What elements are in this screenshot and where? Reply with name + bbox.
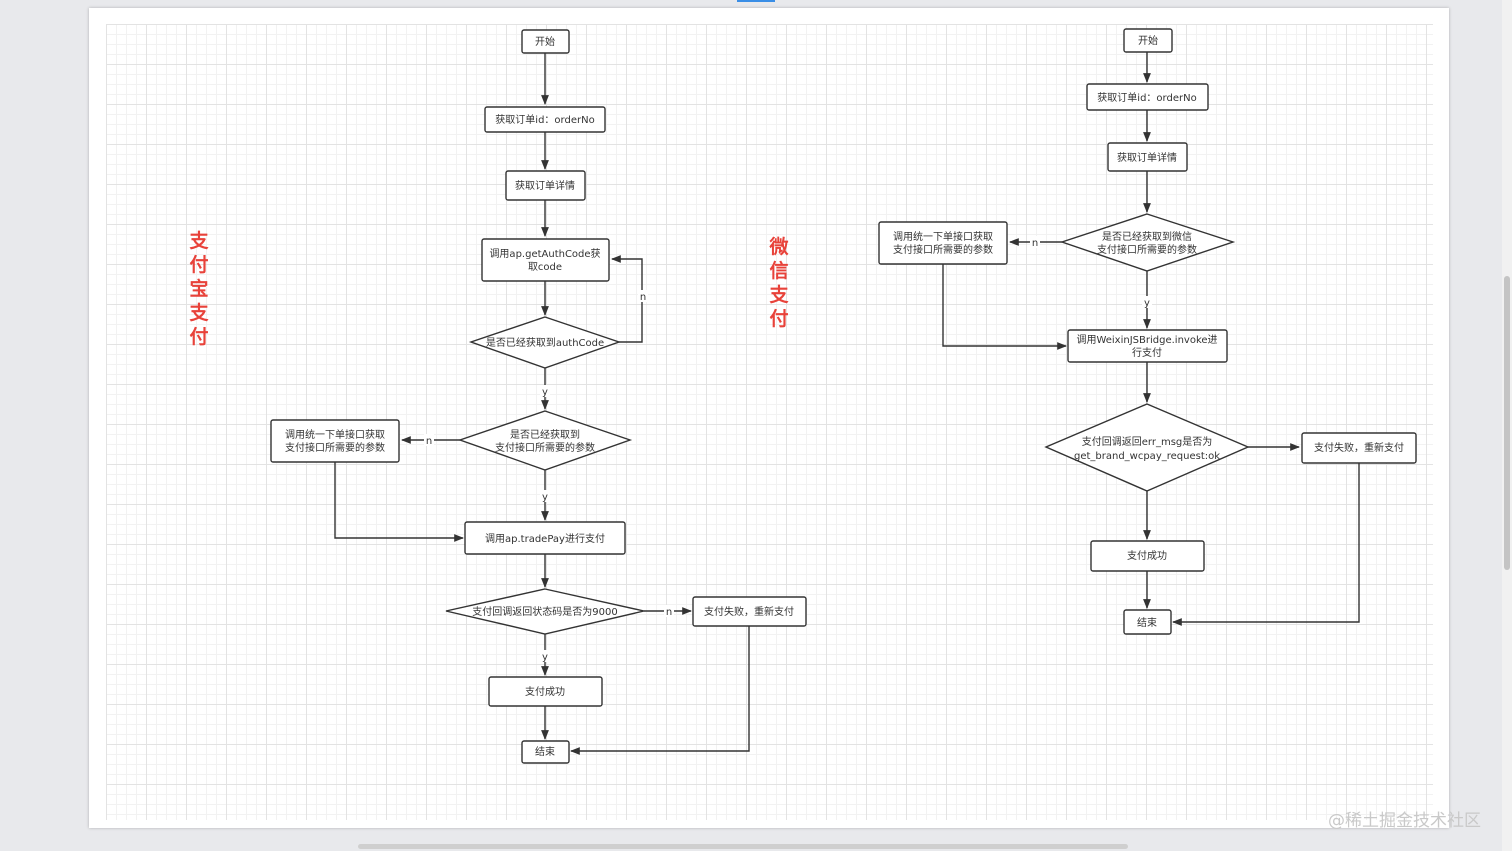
horizontal-scrollbar-thumb[interactable] [358,844,1128,849]
alipay-node-trade-pay[interactable]: 调用ap.tradePay进行支付 [464,521,626,555]
wechat-title-char-1: 微 [768,235,789,258]
wechat-section-title: 微 信 支 付 [768,235,789,330]
alipay-edge-labels: n y n y n y [424,290,674,663]
wechat-check-err-msg-label-line2: get_brand_wcpay_request:ok [1074,451,1220,462]
label-auth-no: n [640,292,646,303]
wechat-title-char-3: 支 [768,284,789,306]
alipay-get-auth-code-label-line2: 取code [528,261,562,273]
wechat-check-params-label-line1: 是否已经获取到微信 [1102,230,1192,243]
wechat-get-order-detail-label: 获取订单详情 [1117,151,1177,164]
alipay-check-params-label-line1: 是否已经获取到 [510,428,580,441]
alipay-title-char-5: 付 [189,325,208,348]
alipay-title-char-3: 宝 [189,277,208,300]
alipay-node-get-order-id[interactable]: 获取订单id：orderNo [484,106,606,133]
wechat-title-char-4: 付 [769,307,788,330]
alipay-check-status-label: 支付回调返回状态码是否为9000 [472,605,617,618]
alipay-get-auth-code-label-line1: 调用ap.getAuthCode获 [489,248,600,260]
label-status-no: n [666,607,672,618]
wechat-node-pay-fail[interactable]: 支付失败，重新支付 [1301,432,1417,464]
wechat-node-pay-success[interactable]: 支付成功 [1090,540,1205,572]
wechat-node-invoke[interactable]: 调用WeixinJSBridge.invoke进 行支付 [1067,329,1228,363]
alipay-node-end[interactable]: 结束 [521,740,570,764]
alipay-end-label: 结束 [535,745,555,758]
alipay-pay-success-label: 支付成功 [525,685,565,698]
wechat-check-err-msg-label-line1: 支付回调返回err_msg是否为 [1082,435,1213,448]
label-params-yes: y [542,492,548,503]
alipay-nodes: 开始 获取订单id：orderNo 获取订单详情 调用ap.getAuthCod… [270,29,807,764]
alipay-get-order-detail-label: 获取订单详情 [515,179,575,192]
alipay-title-char-1: 支 [188,230,209,252]
alipay-section-title: 支 付 宝 支 付 [188,230,209,348]
wechat-node-get-order-detail[interactable]: 获取订单详情 [1107,142,1188,172]
wechat-node-get-order-id[interactable]: 获取订单id：orderNo [1086,83,1209,111]
alipay-node-pay-fail[interactable]: 支付失败，重新支付 [692,596,807,627]
alipay-start-label: 开始 [535,35,555,48]
edge-unified-order-to-tradepay [334,462,464,542]
vertical-scrollbar-thumb[interactable] [1504,276,1510,570]
edge-wx-unified-order-to-invoke [942,264,1067,350]
alipay-check-auth-code-label: 是否已经获取到authCode [486,336,604,349]
alipay-node-get-order-detail[interactable]: 获取订单详情 [505,170,586,201]
edge-wx-fail-to-end [1172,463,1360,626]
wechat-nodes: 开始 获取订单id：orderNo 获取订单详情 是否已经获取到微信 支付接口所… [878,28,1417,635]
wechat-node-start[interactable]: 开始 [1123,28,1173,53]
wechat-invoke-label-line1: 调用WeixinJSBridge.invoke进 [1076,334,1217,346]
top-bar [0,0,1512,8]
label-wx-params-no: n [1032,238,1038,249]
wechat-end-label: 结束 [1137,616,1157,629]
alipay-check-params-label-line2: 支付接口所需要的参数 [495,441,595,454]
wechat-node-end[interactable]: 结束 [1123,609,1172,635]
wechat-node-check-err-msg[interactable]: 支付回调返回err_msg是否为 get_brand_wcpay_request… [1044,403,1250,492]
alipay-get-order-id-label: 获取订单id：orderNo [495,114,594,126]
alipay-call-unified-order-label-line2: 支付接口所需要的参数 [285,441,385,454]
alipay-title-char-4: 支 [188,302,209,324]
alipay-title-char-2: 付 [189,253,208,276]
alipay-node-check-params[interactable]: 是否已经获取到 支付接口所需要的参数 [457,410,633,471]
wechat-invoke-label-line2: 行支付 [1132,346,1162,359]
alipay-trade-pay-label: 调用ap.tradePay进行支付 [485,532,605,545]
wechat-edge-labels: n y [1030,236,1152,309]
wechat-get-order-id-label: 获取订单id：orderNo [1097,92,1196,104]
active-tab-indicator [737,0,775,2]
alipay-node-check-status[interactable]: 支付回调返回状态码是否为9000 [445,588,645,635]
wechat-call-unified-order-label-line1: 调用统一下单接口获取 [893,230,993,243]
edge-fail-to-end [570,626,750,755]
label-auth-yes: y [542,387,548,398]
alipay-node-get-auth-code[interactable]: 调用ap.getAuthCode获 取code [481,238,610,282]
wechat-title-char-2: 信 [769,259,788,282]
wechat-pay-success-label: 支付成功 [1127,549,1167,562]
edge-check-auth-no-loop [611,255,643,343]
label-params-no: n [426,436,432,447]
wechat-pay-fail-label: 支付失败，重新支付 [1314,441,1404,454]
alipay-node-start[interactable]: 开始 [521,29,570,54]
alipay-node-check-auth-code[interactable]: 是否已经获取到authCode [468,316,622,369]
wechat-start-label: 开始 [1138,34,1158,47]
alipay-edges [334,53,750,755]
label-wx-params-yes: y [1144,298,1150,309]
wechat-check-params-label-line2: 支付接口所需要的参数 [1097,243,1197,256]
alipay-call-unified-order-label-line1: 调用统一下单接口获取 [285,428,385,441]
alipay-node-call-unified-order[interactable]: 调用统一下单接口获取 支付接口所需要的参数 [270,419,400,463]
alipay-pay-fail-label: 支付失败，重新支付 [704,605,794,618]
alipay-node-pay-success[interactable]: 支付成功 [488,676,603,707]
watermark: @稀土掘金技术社区 [1328,811,1481,831]
wechat-call-unified-order-label-line2: 支付接口所需要的参数 [893,243,993,256]
label-status-yes: y [542,652,548,663]
wechat-node-check-params[interactable]: 是否已经获取到微信 支付接口所需要的参数 [1059,213,1236,272]
wechat-node-call-unified-order[interactable]: 调用统一下单接口获取 支付接口所需要的参数 [878,221,1008,265]
